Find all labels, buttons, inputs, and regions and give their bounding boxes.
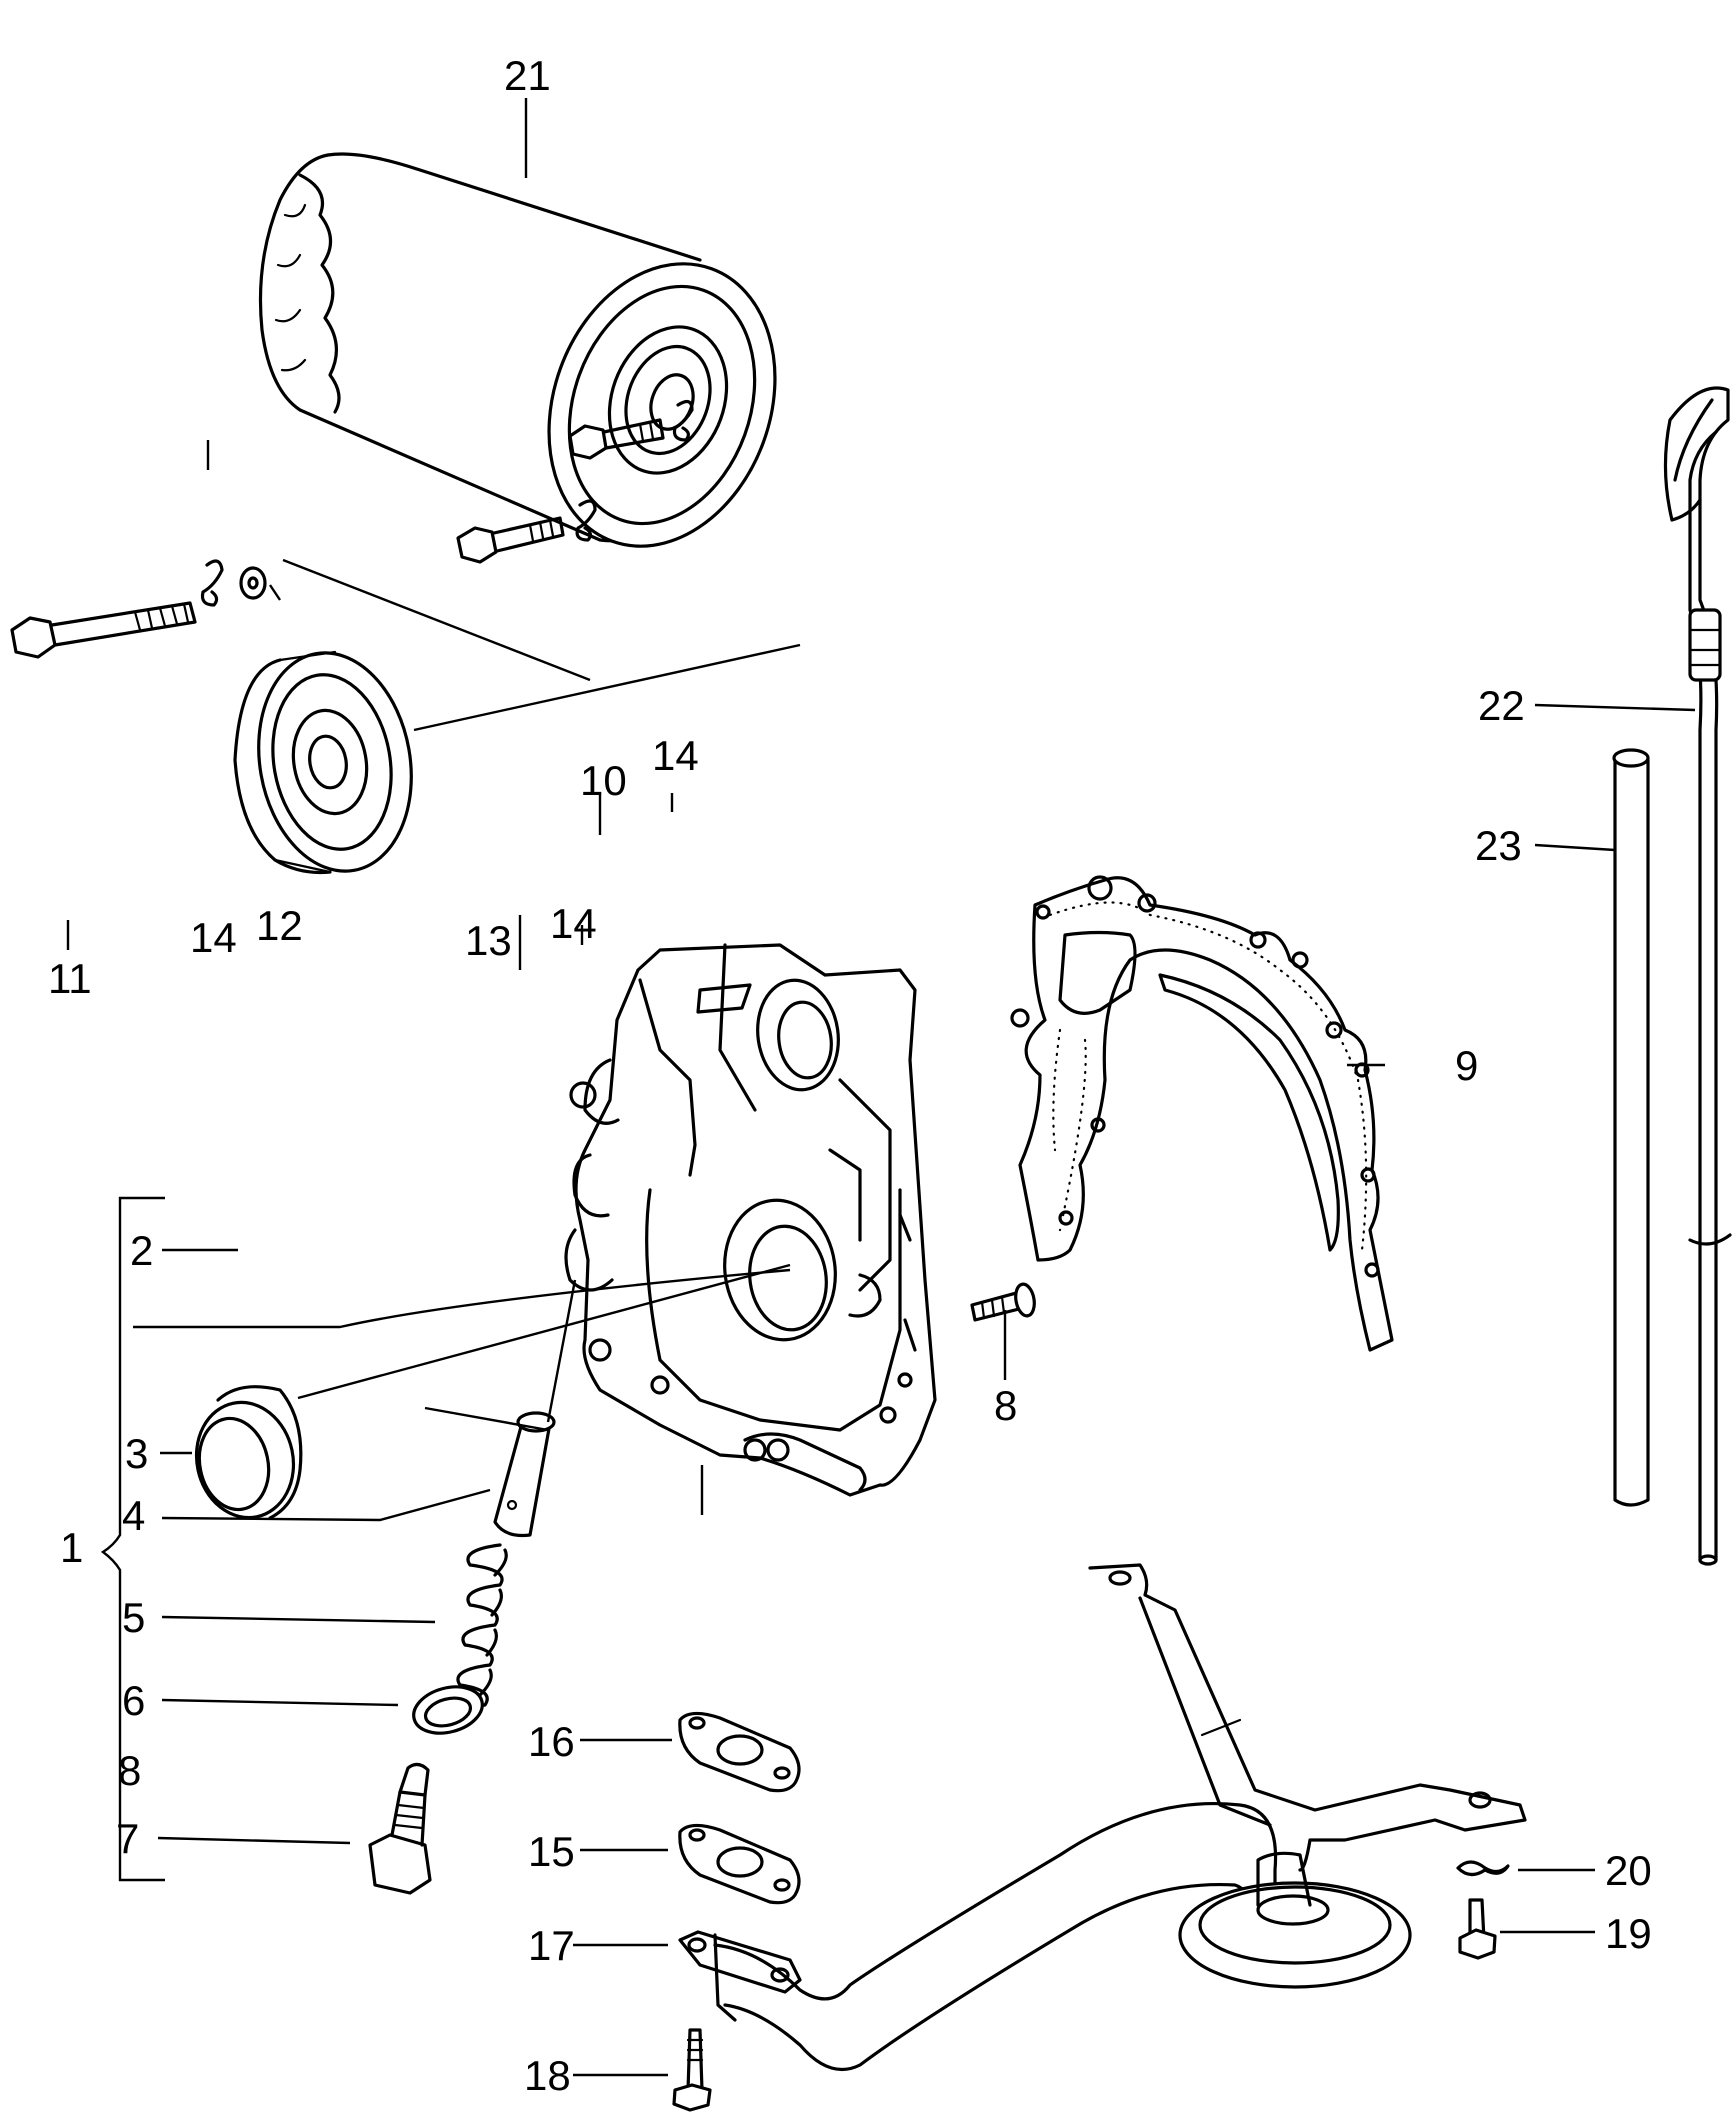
- callout-9: 9: [1455, 1042, 1478, 1089]
- flange-15-icon[interactable]: [678, 1823, 801, 1905]
- housing-gasket-icon[interactable]: [1010, 875, 1394, 1352]
- callout-23: 23: [1475, 822, 1522, 869]
- gasket-16-icon[interactable]: [678, 1711, 801, 1793]
- callout-1: 1: [60, 1524, 83, 1571]
- lock-washer-14-top-icon[interactable]: [672, 399, 694, 442]
- washer-12-icon[interactable]: [239, 566, 267, 600]
- leader-lines: [66, 98, 1696, 2077]
- assembly-1-bracket: [100, 1196, 165, 1882]
- lock-washer-14-left-icon[interactable]: [200, 559, 224, 607]
- lock-washer-14-mid-icon[interactable]: [575, 499, 597, 542]
- screw-8-icon[interactable]: [970, 1282, 1037, 1322]
- callout-3: 3: [125, 1430, 148, 1477]
- drain-plug-icon[interactable]: [368, 1762, 432, 1895]
- bolt-13-icon[interactable]: [456, 516, 565, 564]
- callout-8-right: 8: [994, 1382, 1017, 1429]
- callout-19: 19: [1605, 1910, 1652, 1957]
- lock-washer-20-icon[interactable]: [1456, 1860, 1510, 1877]
- dipstick-icon[interactable]: [1663, 386, 1732, 1566]
- callout-11: 11: [48, 955, 92, 1002]
- callout-13: 13: [465, 917, 512, 964]
- oil-filter-icon[interactable]: [258, 152, 813, 578]
- callout-15: 15: [528, 1828, 575, 1875]
- callout-21: 21: [504, 52, 551, 99]
- callout-5: 5: [122, 1594, 145, 1641]
- callout-labels: 21 22 23 9 8 10 14 13 14 11 14 12 2 3 1 …: [48, 52, 1652, 2099]
- bolt-10-icon[interactable]: [568, 418, 665, 460]
- callout-14-left: 14: [190, 914, 237, 961]
- callout-4: 4: [122, 1492, 145, 1539]
- seal-ring-icon[interactable]: [186, 1385, 304, 1527]
- relief-piston-icon[interactable]: [493, 1411, 556, 1538]
- callout-10: 10: [580, 757, 627, 804]
- callout-14-top: 14: [652, 732, 699, 779]
- callout-20: 20: [1605, 1847, 1652, 1894]
- spring-icon[interactable]: [451, 1543, 508, 1727]
- oil-pump-gear-icon[interactable]: [233, 641, 428, 884]
- callout-22: 22: [1478, 682, 1525, 729]
- callout-7: 7: [116, 1815, 139, 1862]
- oil-pickup-pipe-icon[interactable]: [678, 1563, 1527, 2072]
- dipstick-tube-icon[interactable]: [1612, 748, 1650, 1507]
- callout-17: 17: [528, 1922, 575, 1969]
- callout-6: 6: [122, 1677, 145, 1724]
- callout-12: 12: [256, 902, 303, 949]
- bolt-11-icon[interactable]: [10, 601, 197, 659]
- callout-18: 18: [524, 2052, 571, 2099]
- callout-8-left: 8: [118, 1747, 141, 1794]
- callout-14-mid: 14: [550, 900, 597, 947]
- sealing-washer-icon[interactable]: [408, 1680, 487, 1741]
- callout-2: 2: [130, 1227, 153, 1274]
- oil-pump-housing-icon[interactable]: [564, 943, 937, 1497]
- bolt-18-icon[interactable]: [672, 2028, 712, 2112]
- callout-16: 16: [528, 1718, 575, 1765]
- bolt-19-icon[interactable]: [1458, 1898, 1497, 1960]
